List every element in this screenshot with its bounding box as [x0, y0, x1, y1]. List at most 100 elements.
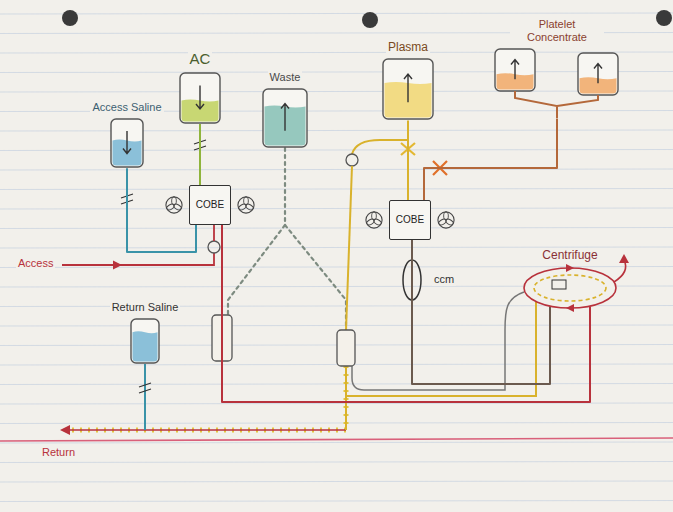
branch-line — [515, 91, 598, 118]
fluid-bag-drawing — [495, 49, 535, 91]
bag-outline — [578, 53, 618, 95]
rotation-arrow — [566, 304, 574, 312]
fluid-bag-drawing — [383, 59, 433, 119]
tubing-line — [424, 118, 557, 200]
fluid-bag-drawing — [131, 319, 159, 363]
return-line — [66, 429, 346, 431]
bag-outline — [263, 89, 307, 147]
fluid-bag-drawing — [263, 89, 307, 147]
bag-outline — [383, 59, 433, 119]
flow-arrow — [594, 64, 602, 84]
bag-outline — [382, 58, 434, 120]
access-line — [62, 253, 214, 265]
fluid-bag-drawing — [578, 53, 618, 95]
ruled-line — [0, 150, 673, 151]
pump-fan — [238, 197, 254, 213]
bag-fluid — [133, 331, 158, 361]
fluid-bag-drawing — [180, 73, 220, 123]
bag-outline — [111, 119, 143, 167]
bag-drawing — [179, 72, 221, 124]
plasma-line — [352, 140, 408, 154]
ruled-line — [0, 462, 673, 463]
drip-chamber — [212, 315, 355, 366]
bag-body — [578, 53, 618, 95]
ruled-line — [0, 130, 673, 131]
centrifuge-line — [614, 260, 626, 282]
part-label: ccm — [432, 273, 456, 286]
bag-body — [263, 89, 307, 147]
rotation-arrow — [566, 264, 574, 272]
centrifuge-filler — [552, 280, 566, 289]
bag-outline — [110, 118, 144, 168]
drip-chamber — [337, 330, 355, 366]
centrifuge-rim — [524, 268, 616, 308]
flow-arrow — [511, 60, 519, 80]
ruled-line — [0, 325, 673, 326]
pump-label: COBE — [394, 214, 426, 226]
bag-body — [111, 119, 143, 167]
centrifuge-line — [619, 254, 629, 263]
bag-body — [131, 319, 159, 363]
ruled-line — [0, 267, 673, 268]
ruled-line — [0, 52, 673, 53]
bag-label: Platelet Concentrate — [510, 18, 604, 44]
bag-outline — [262, 88, 308, 148]
return-saline-line — [144, 364, 146, 430]
punch-hole — [362, 12, 378, 28]
bag-drawing — [130, 318, 160, 364]
return-saline-line — [139, 364, 151, 430]
pump-fan — [366, 212, 382, 228]
flow-arrow — [281, 104, 289, 131]
platelet-bags: Platelet Concentrate — [492, 18, 622, 118]
fluid-bag: Return Saline — [110, 301, 181, 364]
ruled-line — [0, 423, 673, 424]
margin-line — [0, 438, 673, 441]
ruled-line — [0, 442, 673, 443]
ruled-line — [0, 364, 673, 365]
ruled-line — [0, 169, 673, 170]
bag-outline — [131, 319, 159, 363]
pump-box: COBE — [389, 200, 431, 240]
ruled-line — [0, 228, 673, 229]
access-line — [213, 225, 215, 241]
line-label: Return — [40, 446, 77, 459]
pump-box: COBE — [189, 185, 231, 225]
return-line — [66, 366, 346, 430]
waste-line — [285, 225, 346, 330]
tubing-line — [407, 120, 409, 200]
waste-line — [228, 148, 346, 330]
bag-outline — [492, 48, 622, 118]
bag-drawing — [492, 48, 622, 118]
punch-hole — [656, 10, 672, 26]
bag-body — [180, 73, 220, 123]
centrifuge-line — [352, 292, 524, 390]
flow-arrow — [404, 74, 412, 102]
ruled-line — [0, 91, 673, 92]
bag-outline — [495, 49, 535, 91]
pump-fan — [438, 212, 454, 228]
fluid-bag: Waste — [262, 71, 308, 148]
bag-label: Plasma — [386, 40, 430, 54]
ruled-line — [0, 481, 673, 482]
flow-arrow — [196, 86, 204, 110]
ruled-line — [0, 72, 673, 73]
fluid-bag-drawing — [111, 119, 143, 167]
access-line — [208, 241, 220, 253]
ruled-line — [0, 189, 673, 190]
return-line — [345, 366, 347, 430]
fluid-bag: Access Saline — [90, 101, 163, 168]
tubing-line — [222, 225, 590, 402]
centrifuge-drawing — [522, 266, 618, 310]
bag-label: AC — [188, 50, 213, 68]
tubing-line — [127, 168, 196, 252]
bag-outline — [180, 73, 220, 123]
plasma-line — [346, 140, 536, 396]
centrifuge-bowl — [522, 266, 618, 310]
plasma-line — [346, 154, 358, 166]
fluid-bag: Plasma — [382, 40, 434, 120]
ruled-line — [0, 13, 673, 14]
bag-outline — [130, 318, 160, 364]
bag-label: Waste — [268, 71, 303, 84]
